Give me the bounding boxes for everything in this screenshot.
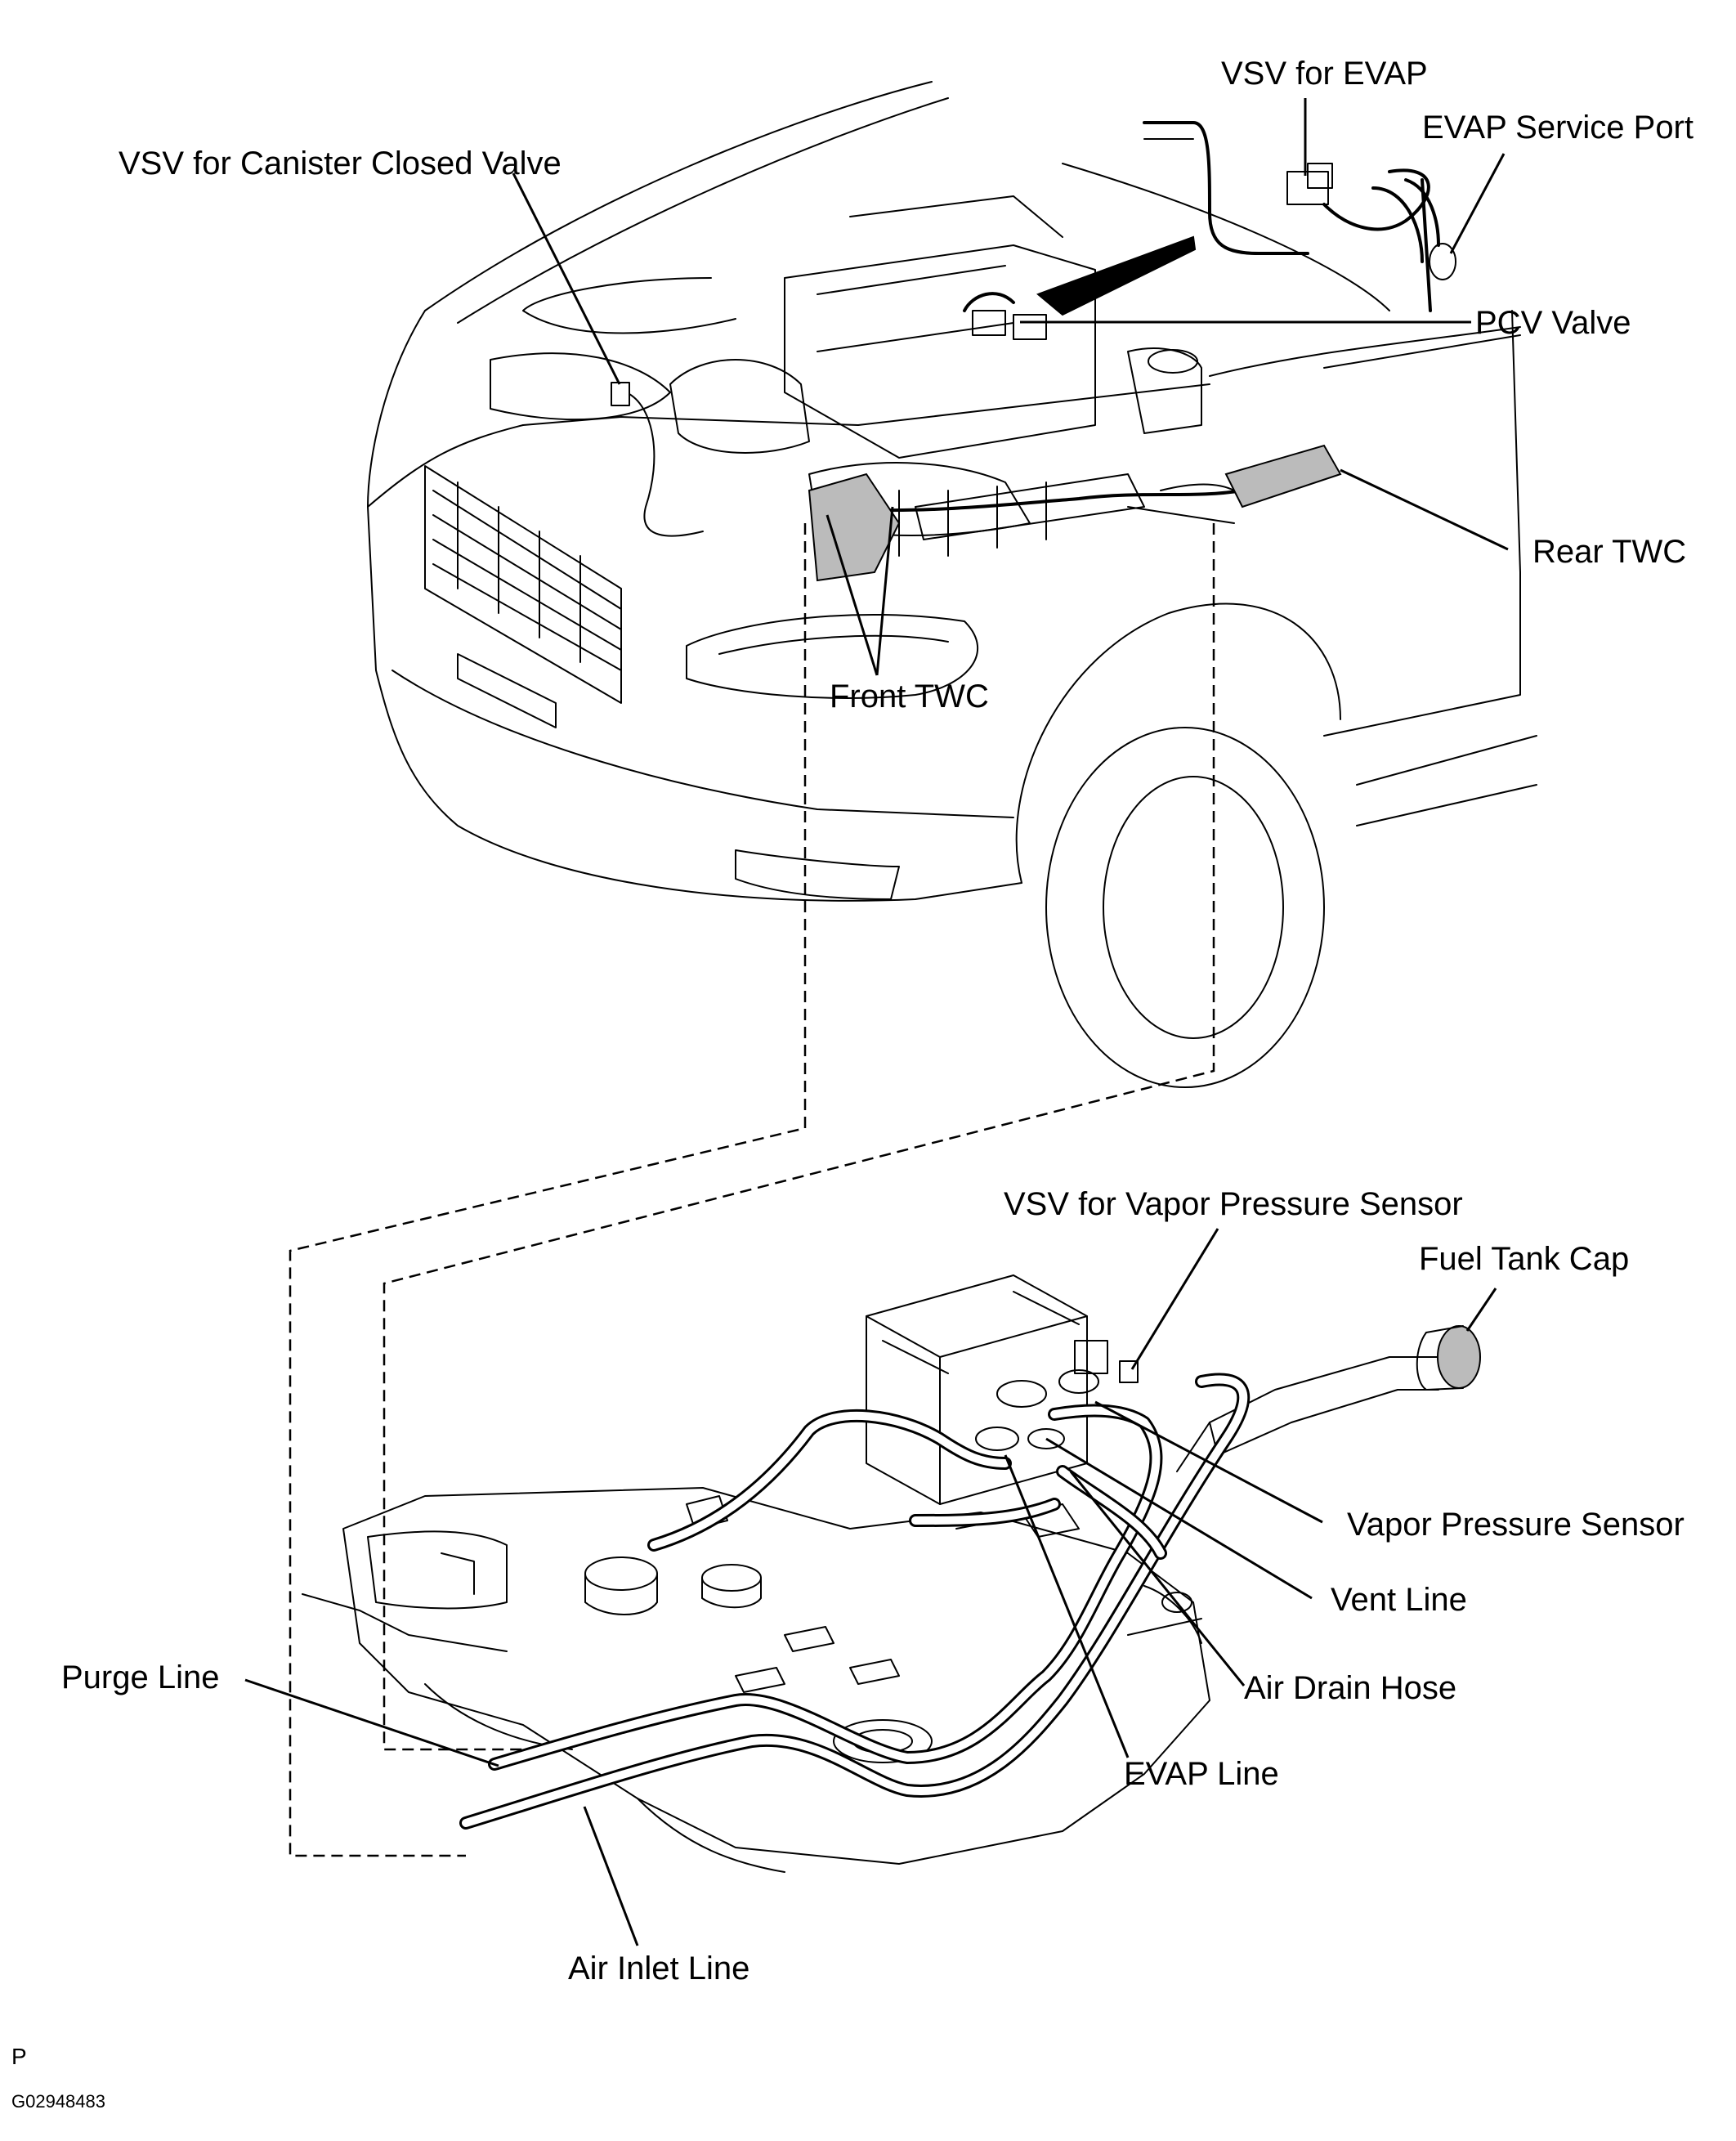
label-fuel-tank-cap: Fuel Tank Cap [1419, 1241, 1630, 1277]
label-vent-line: Vent Line [1331, 1582, 1467, 1618]
leader-lines-bottom [244, 1228, 1497, 1946]
fuel-tank-illustration [302, 1274, 1481, 1873]
label-purge-line: Purge Line [61, 1659, 220, 1695]
label-air-drain-hose: Air Drain Hose [1244, 1670, 1457, 1706]
label-vapor-pressure-sensor: Vapor Pressure Sensor [1347, 1507, 1685, 1543]
car-front-illustration [367, 81, 1537, 1088]
label-evap-line: EVAP Line [1124, 1756, 1279, 1792]
label-vsv-canister-closed-valve: VSV for Canister Closed Valve [119, 146, 562, 181]
label-air-inlet-line: Air Inlet Line [568, 1951, 750, 1986]
dashed-connector-lines [289, 523, 1215, 1857]
label-vsv-evap: VSV for EVAP [1221, 56, 1428, 92]
label-pcv-valve: PCV Valve [1475, 305, 1631, 341]
figure-id: G02948483 [11, 2091, 105, 2112]
label-front-twc: Front TWC [830, 679, 989, 714]
label-rear-twc: Rear TWC [1532, 534, 1687, 570]
label-vsv-vapor-pressure-sensor: VSV for Vapor Pressure Sensor [1004, 1186, 1463, 1222]
fuel-vapor-pipes [459, 1373, 1251, 1830]
leader-lines-top [512, 98, 1509, 676]
page-code: P [11, 2044, 27, 2069]
label-evap-service-port: EVAP Service Port [1422, 110, 1693, 146]
